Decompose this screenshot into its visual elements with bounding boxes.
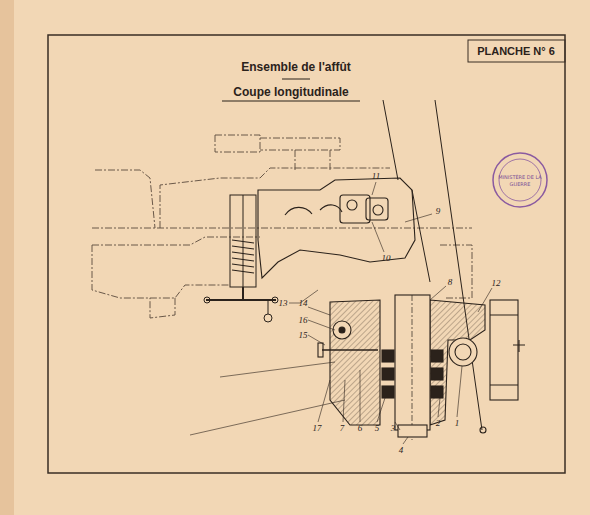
stamp	[493, 153, 547, 207]
callout-number: 3	[390, 423, 397, 433]
page-gutter	[0, 0, 14, 515]
callout-number: 1	[454, 418, 461, 428]
subtitle-underline	[222, 101, 360, 102]
plate-number: PLANCHE N° 6	[477, 45, 555, 57]
coil-stroke	[232, 264, 254, 267]
gun-phantom	[92, 135, 472, 318]
stamp-ring	[499, 159, 541, 201]
title-rule	[282, 79, 310, 80]
callout-number: 5	[374, 423, 381, 433]
callout-number: 4	[398, 445, 405, 455]
callout-number: 16	[298, 315, 309, 325]
frame	[48, 35, 565, 473]
callout-number: 12	[491, 278, 502, 288]
coil-stroke	[232, 246, 254, 249]
callout-number: 6	[357, 423, 364, 433]
callout-number: 2	[435, 418, 442, 428]
spring-coils	[232, 240, 254, 273]
leader-lines	[190, 182, 492, 444]
coil-stroke	[232, 270, 254, 273]
subtitle: Coupe longitudinale	[233, 85, 348, 99]
elevating-screw	[204, 195, 278, 322]
callout-number: 8	[447, 277, 454, 287]
callout-number: 10	[381, 253, 392, 263]
coil-stroke	[232, 258, 254, 261]
callout-number: 11	[371, 171, 381, 181]
pivot-carriage	[318, 295, 525, 440]
callout-number: 7	[339, 423, 346, 433]
callout-number: 9	[435, 206, 442, 216]
callout-number: 13	[278, 298, 289, 308]
callout-number: 15	[298, 330, 309, 340]
coil-stroke	[232, 240, 254, 243]
callout-number: 14	[298, 298, 309, 308]
shield-rods	[383, 100, 482, 430]
plate-box	[468, 40, 565, 62]
cradle	[258, 178, 415, 278]
stamp-text: MINISTÈRE DE LA GUERRE	[498, 174, 542, 187]
coil-stroke	[232, 252, 254, 255]
callout-number: 17	[312, 423, 323, 433]
drawing-title: Ensemble de l'affût	[241, 60, 351, 74]
